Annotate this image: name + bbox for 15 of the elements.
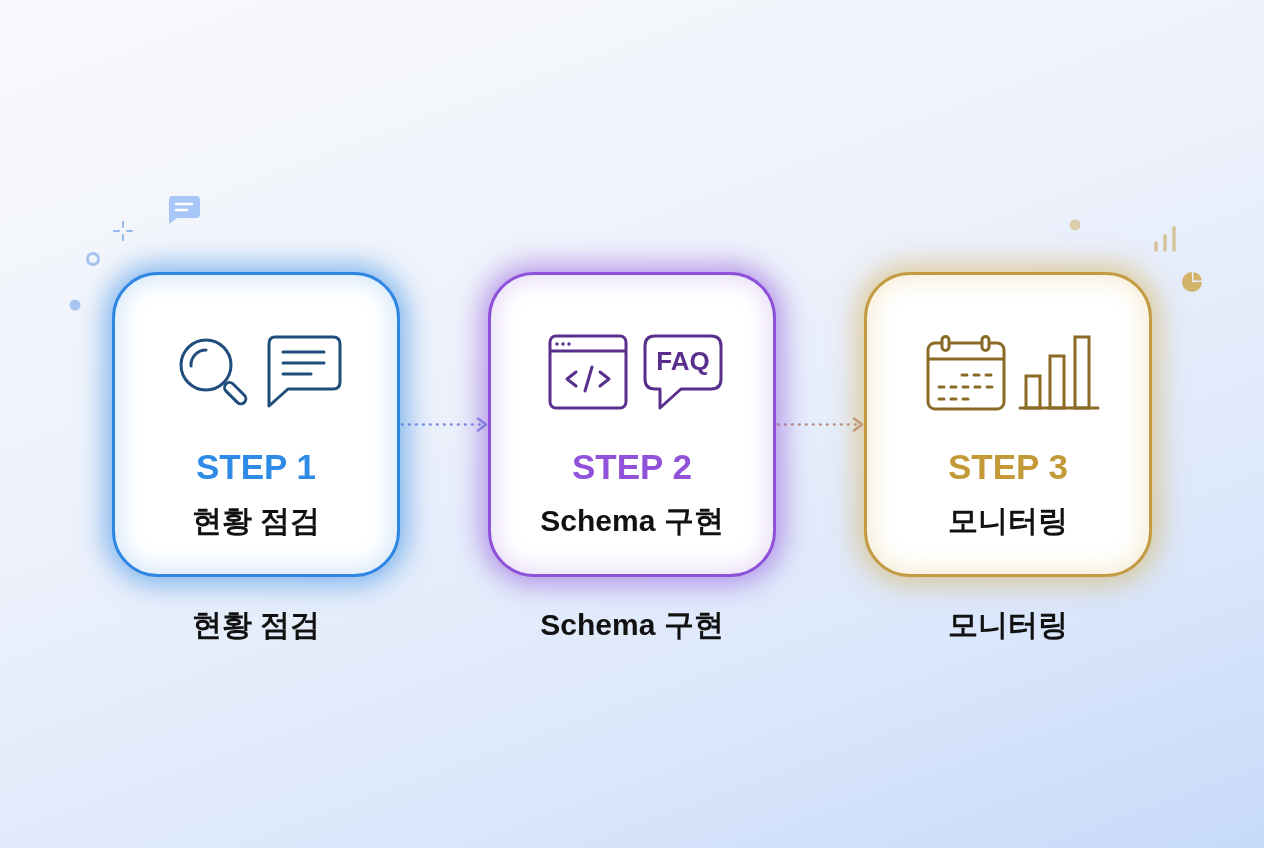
step-name: 모니터링 [948, 506, 1068, 536]
step-title: STEP 1 [196, 449, 316, 484]
step-card [112, 272, 400, 577]
dotted-arrow [776, 417, 864, 432]
step-caption: 모니터링 [948, 610, 1068, 640]
step-title: STEP 3 [948, 449, 1068, 484]
faq-text: FAQ [656, 348, 710, 374]
dotted-arrow [400, 417, 488, 432]
step-caption: 현황 점검 [191, 610, 321, 640]
step-name: 현황 점검 [191, 506, 321, 536]
step-title: STEP 2 [572, 449, 692, 484]
step-card [864, 272, 1152, 577]
step-card [488, 272, 776, 577]
step-name: Schema 구현 [540, 506, 724, 536]
step-caption: Schema 구현 [540, 610, 724, 640]
